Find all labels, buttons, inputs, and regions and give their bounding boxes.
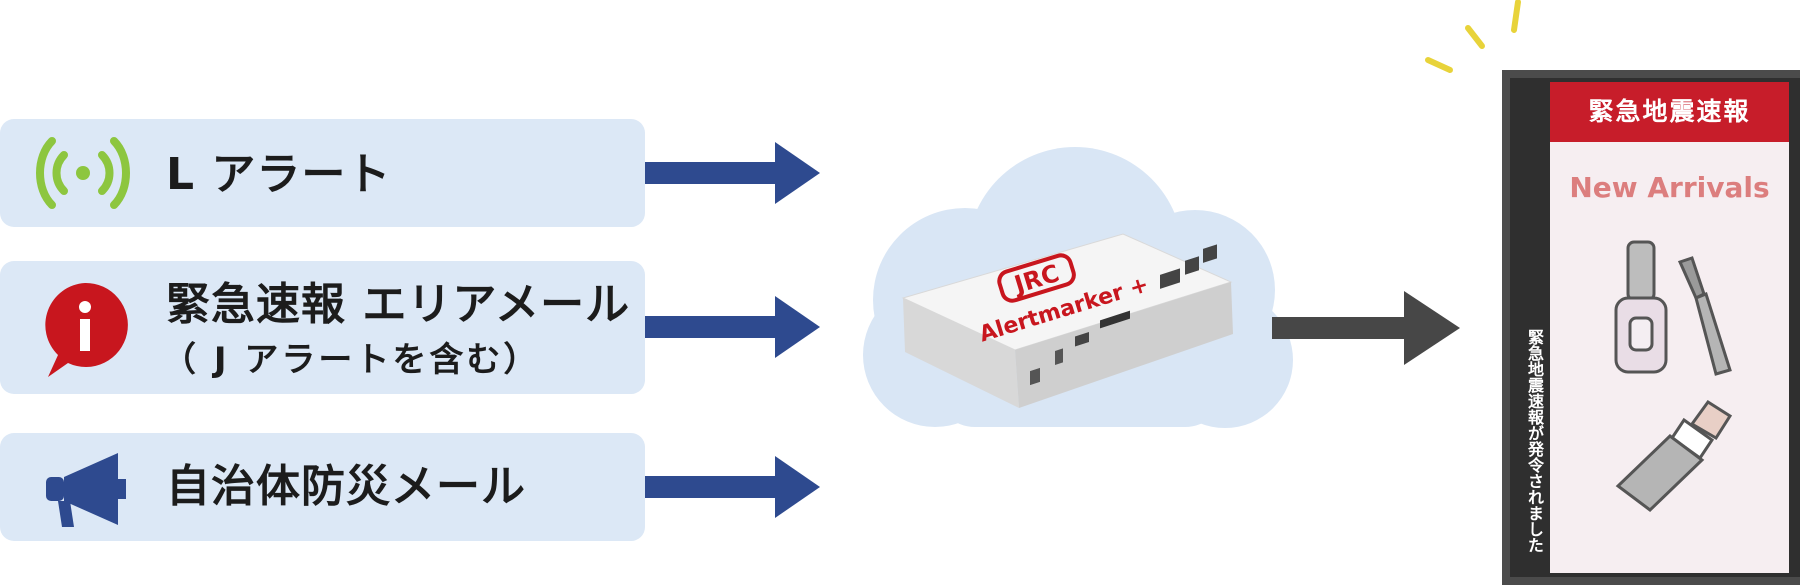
arrow-l-alert bbox=[645, 142, 820, 204]
source-local-mail-label: 自治体防災メール bbox=[166, 461, 526, 512]
megaphone-icon bbox=[46, 453, 126, 527]
arrow-local-mail bbox=[645, 456, 820, 518]
signage-alert-title: 緊急地震速報 bbox=[1550, 82, 1789, 142]
source-local-mail: 自治体防災メール bbox=[0, 433, 645, 541]
arrow-area-mail bbox=[645, 296, 820, 358]
information-bubble-icon bbox=[45, 282, 128, 377]
alert-burst-icon bbox=[1425, 0, 1521, 73]
source-area-mail-label: 緊急速報 エリアメール bbox=[166, 279, 631, 330]
lipstick-icon bbox=[1615, 399, 1733, 512]
source-l-alert-label: L アラート bbox=[166, 149, 392, 200]
alertmarker-device: JRC Alertmarker + bbox=[901, 233, 1233, 408]
source-area-mail: 緊急速報 エリアメール （ J アラートを含む） bbox=[0, 261, 645, 394]
arrow-output bbox=[1272, 291, 1460, 365]
nail-polish-icon bbox=[1614, 240, 1668, 374]
signage-content-title: New Arrivals bbox=[1569, 171, 1770, 204]
broadcast-signal-icon bbox=[36, 137, 130, 209]
signage-vertical-message: 緊急地震速報が発令されました bbox=[1525, 329, 1544, 553]
mascara-icon bbox=[1677, 256, 1732, 376]
source-l-alert: L アラート bbox=[0, 119, 645, 227]
source-area-mail-sub-label: （ J アラートを含む） bbox=[162, 340, 541, 380]
